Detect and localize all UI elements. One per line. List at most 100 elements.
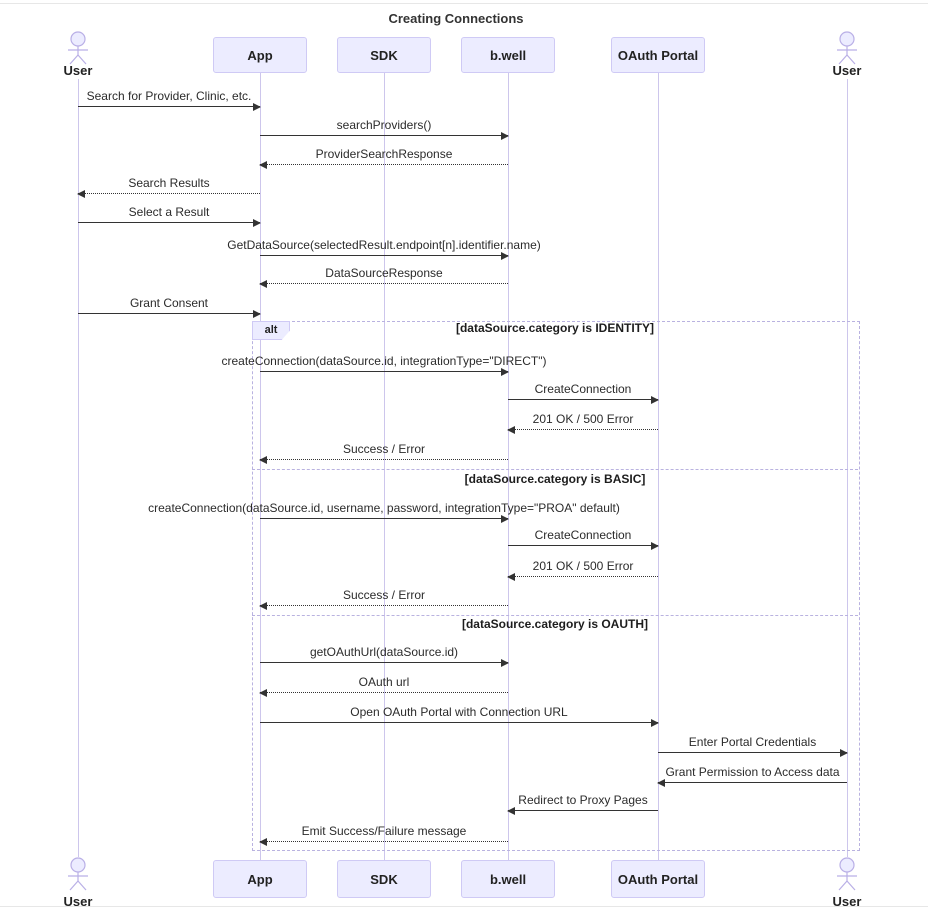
participant-oauth-portal-bottom: OAuth Portal — [611, 860, 705, 898]
page-top-divider — [0, 3, 928, 4]
lifeline-oauth-portal — [658, 73, 659, 860]
message-line — [260, 459, 508, 460]
message: Select a Result — [78, 203, 261, 227]
arrowhead-icon — [501, 368, 509, 376]
actor-user-left-top — [63, 31, 93, 65]
arrowhead-icon — [507, 807, 515, 815]
message-line — [260, 371, 508, 372]
actor-user-left-bottom — [63, 857, 93, 891]
alt-branch-divider — [252, 469, 858, 470]
message-line — [78, 313, 260, 314]
lifeline-user-right — [847, 79, 848, 857]
message-label: Open OAuth Portal with Connection URL — [350, 705, 568, 719]
message-line — [260, 722, 658, 723]
message: CreateConnection — [508, 526, 659, 550]
participant-app-bottom: App — [213, 860, 307, 898]
message-line — [78, 193, 260, 194]
message: GetDataSource(selectedResult.endpoint[n]… — [227, 236, 541, 260]
arrowhead-icon — [651, 396, 659, 404]
actor-label-user-left-top: User — [63, 63, 93, 78]
arrowhead-icon — [657, 779, 665, 787]
actor-figure-icon — [837, 31, 857, 65]
message-line — [260, 692, 508, 693]
message-line — [260, 605, 508, 606]
message: OAuth url — [259, 673, 508, 697]
arrowhead-icon — [253, 310, 261, 318]
message-line — [78, 222, 260, 223]
alt-condition-label: [dataSource.category is IDENTITY] — [455, 321, 655, 335]
message-line — [260, 662, 508, 663]
arrowhead-icon — [501, 252, 509, 260]
message-label: 201 OK / 500 Error — [532, 412, 634, 426]
diagram-title: Creating Connections — [388, 11, 524, 26]
message: 201 OK / 500 Error — [507, 410, 658, 434]
message: Redirect to Proxy Pages — [507, 791, 658, 815]
lifeline-app — [260, 73, 261, 860]
message-line — [260, 164, 508, 165]
message: 201 OK / 500 Error — [507, 557, 658, 581]
message-label: DataSourceResponse — [325, 266, 443, 280]
message-line — [508, 545, 658, 546]
alt-branch-divider — [252, 615, 858, 616]
message-line — [658, 752, 847, 753]
message-label: Success / Error — [342, 442, 426, 456]
message: Search for Provider, Clinic, etc. — [78, 87, 261, 111]
message-label: Emit Success/Failure message — [301, 824, 467, 838]
page-bottom-divider — [0, 906, 928, 907]
message-label: Redirect to Proxy Pages — [518, 793, 648, 807]
arrowhead-icon — [501, 515, 509, 523]
participant-sdk-top: SDK — [337, 37, 431, 73]
message: createConnection(dataSource.id, username… — [148, 499, 620, 523]
arrowhead-icon — [651, 719, 659, 727]
actor-figure-icon — [837, 857, 857, 891]
message: Emit Success/Failure message — [259, 822, 508, 846]
message-line — [658, 782, 847, 783]
arrowhead-icon — [259, 161, 267, 169]
message-line — [260, 841, 508, 842]
message-label: Search for Provider, Clinic, etc. — [86, 89, 252, 103]
actor-figure-icon — [68, 31, 88, 65]
message-label: CreateConnection — [534, 382, 632, 396]
participant-bwell-bottom: b.well — [461, 860, 555, 898]
message-label: Enter Portal Credentials — [688, 735, 817, 749]
message-line — [508, 399, 658, 400]
lifeline-sdk — [384, 73, 385, 860]
message-line — [260, 283, 508, 284]
alt-condition-label: [dataSource.category is BASIC] — [464, 472, 646, 486]
arrowhead-icon — [259, 280, 267, 288]
message: createConnection(dataSource.id, integrat… — [221, 352, 547, 376]
arrowhead-icon — [259, 456, 267, 464]
message: getOAuthUrl(dataSource.id) — [260, 643, 509, 667]
message: Grant Permission to Access data — [657, 763, 847, 787]
participant-oauth-portal-top: OAuth Portal — [611, 37, 705, 73]
message-label: ProviderSearchResponse — [315, 147, 453, 161]
message-label: searchProviders() — [336, 118, 432, 132]
actor-label-user-left-bottom: User — [63, 894, 93, 909]
arrowhead-icon — [507, 573, 515, 581]
message-line — [260, 518, 508, 519]
message-label: getOAuthUrl(dataSource.id) — [309, 645, 459, 659]
message-line — [260, 135, 508, 136]
arrowhead-icon — [501, 659, 509, 667]
message: searchProviders() — [260, 116, 509, 140]
message-label: Grant Consent — [129, 296, 209, 310]
arrowhead-icon — [253, 103, 261, 111]
arrowhead-icon — [259, 602, 267, 610]
arrowhead-icon — [501, 132, 509, 140]
message-label: Grant Permission to Access data — [665, 765, 840, 779]
actor-label-user-right-top: User — [832, 63, 862, 78]
message-label: CreateConnection — [534, 528, 632, 542]
participant-sdk-bottom: SDK — [337, 860, 431, 898]
message-line — [78, 106, 260, 107]
message: Success / Error — [259, 440, 508, 464]
message: Open OAuth Portal with Connection URL — [260, 703, 659, 727]
message-line — [508, 810, 658, 811]
message-label: 201 OK / 500 Error — [532, 559, 634, 573]
message-line — [260, 255, 508, 256]
message-label: Select a Result — [128, 205, 210, 219]
actor-label-user-right-bottom: User — [832, 894, 862, 909]
message-label: Search Results — [128, 176, 210, 190]
message: CreateConnection — [508, 380, 659, 404]
participant-app-top: App — [213, 37, 307, 73]
message: Grant Consent — [78, 294, 261, 318]
